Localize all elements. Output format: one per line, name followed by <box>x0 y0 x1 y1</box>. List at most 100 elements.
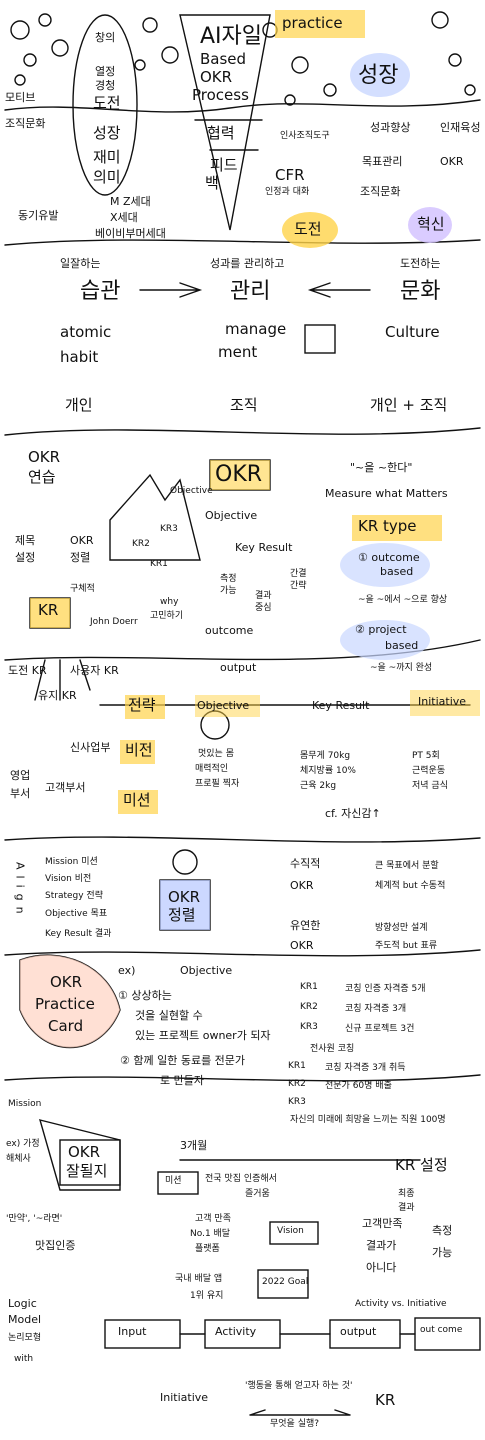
mgmt-word: 관리 <box>230 279 271 304</box>
mgmt-en-2: ment <box>218 343 258 361</box>
kr-desc-2: 체지방률 10% <box>300 766 356 776</box>
gen-1: M Z세대 <box>110 195 151 208</box>
align-bot-word-1: 유연한 <box>290 919 321 932</box>
value-3: 경청 <box>95 79 116 92</box>
init-desc-3: 저녁 금식 <box>412 781 448 791</box>
vision-box: Vision <box>277 1226 304 1236</box>
restaurant-label: 맛집인증 <box>35 1239 76 1252</box>
align-line-4: Objective 목표 <box>45 909 108 919</box>
goal-text-2: 1위 유지 <box>190 1291 224 1301</box>
project-desc: ~을 ~까지 완성 <box>370 663 433 673</box>
card-o1-3: 있는 프로젝트 owner가 되자 <box>135 1029 271 1042</box>
set1-2: 설정 <box>15 551 36 564</box>
logic-2: Model <box>8 1313 42 1326</box>
habit-en-1: atomic <box>60 323 112 341</box>
project-based-1: ② project <box>355 623 407 636</box>
branch-3: 사용자 KR <box>70 664 119 677</box>
kr-type: KR type <box>358 517 417 535</box>
initiative-label: Initiative <box>160 1391 209 1404</box>
vision-text-3: 플랫폼 <box>195 1244 220 1254</box>
key-result: Key Result <box>235 541 293 554</box>
output-label: output <box>220 661 257 674</box>
kr2-2: 전문가 60명 배출 <box>325 1081 392 1091</box>
okr-box-1: OKR <box>68 1143 101 1161</box>
align-top-desc-2: 체계적 but 수동적 <box>375 881 446 891</box>
init-desc-2: 근력운동 <box>412 766 446 776</box>
cf-label: cf. 자신감↑ <box>325 807 381 820</box>
goal-box: 2022 Goal <box>262 1277 309 1287</box>
kr2-label-2: KR2 <box>288 1079 306 1089</box>
chain-initiative: Initiative <box>418 695 467 708</box>
drive-label: 동기유발 <box>18 209 59 222</box>
kr-result-1: 결과 <box>255 591 272 601</box>
align-box-2: 정렬 <box>168 906 196 924</box>
align-line-2: Vision 비전 <box>45 874 92 884</box>
bottom-flag: '만약', '~라면' <box>6 1214 63 1224</box>
okr-box-2: 잘될지 <box>66 1162 108 1180</box>
kr-mount-2: KR1 <box>150 559 168 569</box>
value-7: 의미 <box>93 168 121 186</box>
goal-text-1: 국내 배달 앱 <box>175 1274 223 1284</box>
cfr-label: CFR <box>275 166 305 184</box>
mission-box: 미션 <box>165 1176 182 1186</box>
kr2-1: 코칭 자격증 3개 취득 <box>325 1063 406 1073</box>
right-foot: 신사업부 <box>70 741 111 754</box>
do-text: "~을 ~한다" <box>350 461 413 474</box>
cfr-note: 인정과 대화 <box>265 187 310 197</box>
kr-box: KR <box>38 601 59 619</box>
card-o1-1: ① 상상하는 <box>118 989 172 1002</box>
okr-word: OKR <box>440 155 464 168</box>
feedback-label-1: 피드 <box>210 156 238 174</box>
mission-text-2: 즐거움 <box>245 1189 270 1199</box>
gen-3: 베이비부머세대 <box>95 227 166 240</box>
vision-label: 비전 <box>125 741 153 759</box>
left-foot-1: 영업 <box>10 769 31 782</box>
card-title-3: Card <box>48 1017 84 1035</box>
value-6: 재미 <box>93 148 121 166</box>
kr2-3: 자신의 미래에 희망을 느끼는 직원 100명 <box>290 1115 446 1125</box>
john-label: John Doerr <box>90 617 138 627</box>
kr-result-2: 중심 <box>255 603 272 613</box>
center-title-1: AI자일 <box>200 24 263 49</box>
value-4: 도전 <box>93 94 121 112</box>
vision-text-1: 고객 만족 <box>195 1214 231 1224</box>
kr-simple-2: 간략 <box>290 581 307 591</box>
kr-note-2: 결과가 <box>366 1239 397 1252</box>
okr-learn-1: OKR <box>28 448 61 466</box>
align-bot-desc-1: 방향성만 설계 <box>375 923 428 933</box>
chain-kr: Key Result <box>312 699 370 712</box>
obj-desc-1: 멋있는 몸 <box>198 749 234 759</box>
logic-1: Logic <box>8 1297 37 1310</box>
align-box-1: OKR <box>168 888 201 906</box>
kr1-1: 코칭 인증 자격증 5개 <box>345 984 426 994</box>
kr-note-3: 아니다 <box>366 1261 397 1274</box>
change-label: 혁신 <box>417 215 445 233</box>
obj-desc-2: 매력적인 <box>195 764 229 774</box>
measure-text: Measure what Matters <box>325 487 448 500</box>
growth-label: 성장 <box>358 63 399 88</box>
habit-top: 일잘하는 <box>60 257 101 270</box>
align-bot-word-2: OKR <box>290 939 314 952</box>
kr-tag: 구체적 <box>70 584 95 594</box>
mid-foot: 고객부서 <box>45 781 86 794</box>
kr-label-3: KR3 <box>300 1022 318 1032</box>
bottom-mission: Mission <box>8 1099 42 1109</box>
project-based-2: based <box>385 639 419 652</box>
final-2: 결과 <box>398 1203 415 1213</box>
init-desc-1: PT 5회 <box>412 751 440 761</box>
align-line-5: Key Result 결과 <box>45 929 112 939</box>
three-months: 3개월 <box>180 1139 208 1152</box>
okr-main: OKR <box>215 462 263 487</box>
right-item-1: 성과향상 <box>370 121 411 134</box>
kr1-3: 신규 프로젝트 3건 <box>345 1024 415 1034</box>
kr-measure-1: 측정 <box>220 574 237 584</box>
habit-en-2: habit <box>60 348 99 366</box>
right-item-2: 인재육성 <box>440 121 481 134</box>
branch-2: 유지 KR <box>38 689 77 702</box>
feedback-label-2: 백 <box>205 174 219 192</box>
kr-label-1: KR1 <box>300 982 318 992</box>
align-bot-desc-2: 주도적 but 표류 <box>375 941 438 951</box>
kr-label-2: KR2 <box>300 1002 318 1012</box>
chain-objective: Objective <box>197 699 250 712</box>
center-title-2: Based <box>200 50 247 68</box>
